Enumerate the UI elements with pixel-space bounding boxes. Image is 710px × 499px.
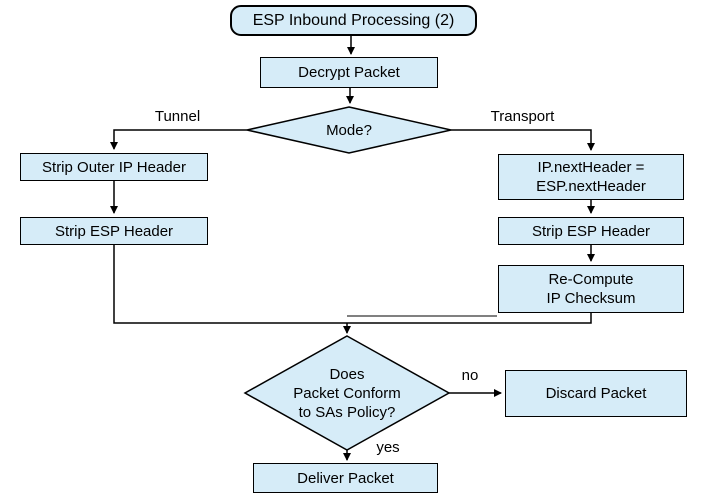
node-deliver-packet: Deliver Packet bbox=[253, 463, 438, 493]
decision-policy-shape bbox=[243, 335, 451, 451]
node-strip-esp-header-tunnel: Strip ESP Header bbox=[20, 217, 208, 245]
decision-mode-shape bbox=[246, 106, 452, 154]
node-discard-packet: Discard Packet bbox=[505, 370, 687, 417]
edge-label-no: no bbox=[461, 367, 479, 384]
node-strip-esp-header-transport: Strip ESP Header bbox=[498, 217, 684, 245]
edge-label-transport: Transport bbox=[490, 108, 555, 125]
connector-merge-rail bbox=[113, 245, 592, 324]
connector-mode-transport bbox=[451, 129, 595, 151]
node-esp-inbound-processing: ESP Inbound Processing (2) bbox=[230, 5, 477, 36]
connector-mode-tunnel bbox=[110, 129, 247, 150]
node-recompute-ip-checksum: Re-Compute IP Checksum bbox=[498, 265, 684, 313]
edge-label-tunnel: Tunnel bbox=[154, 108, 201, 125]
node-ip-nextheader: IP.nextHeader = ESP.nextHeader bbox=[498, 154, 684, 200]
node-decrypt-packet: Decrypt Packet bbox=[260, 57, 438, 88]
node-strip-outer-ip-header: Strip Outer IP Header bbox=[20, 153, 208, 181]
edge-label-yes: yes bbox=[376, 439, 400, 456]
